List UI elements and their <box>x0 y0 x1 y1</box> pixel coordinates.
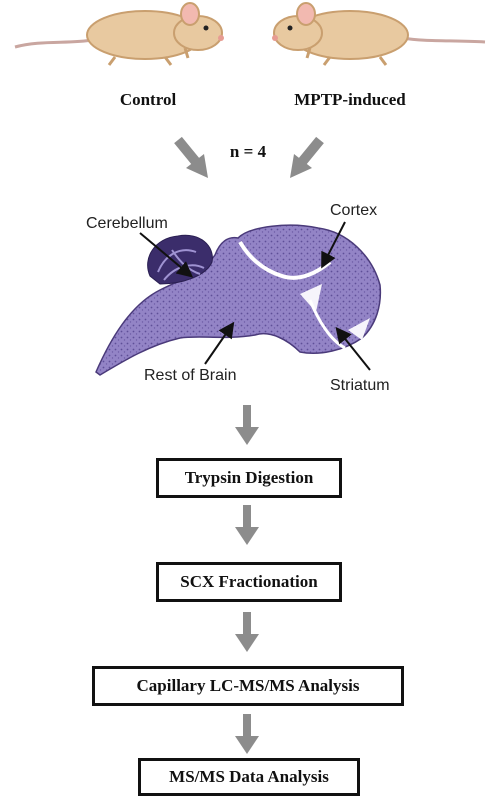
flow-arrow-2 <box>235 505 259 545</box>
step-trypsin-digestion: Trypsin Digestion <box>156 458 342 498</box>
mptp-label: MPTP-induced <box>294 90 406 109</box>
right-converge-arrow <box>290 140 320 178</box>
cerebellum-label: Cerebellum <box>86 215 168 232</box>
step-capillary-lc-msms: Capillary LC-MS/MS Analysis <box>92 666 404 706</box>
mptp-mouse-icon <box>272 3 485 65</box>
control-label: Control <box>120 90 177 109</box>
control-mouse-icon <box>15 3 224 65</box>
striatum-label: Striatum <box>330 377 390 394</box>
flow-arrow-1 <box>235 405 259 445</box>
brain-section-image <box>96 225 380 375</box>
sample-size-label: n = 4 <box>230 142 267 161</box>
flow-arrow-3 <box>235 612 259 652</box>
rest-of-brain-label: Rest of Brain <box>144 367 236 384</box>
left-converge-arrow <box>178 140 208 178</box>
flow-arrow-4 <box>235 714 259 754</box>
step-msms-data-analysis: MS/MS Data Analysis <box>138 758 360 796</box>
step-scx-fractionation: SCX Fractionation <box>156 562 342 602</box>
cortex-label: Cortex <box>330 202 377 219</box>
